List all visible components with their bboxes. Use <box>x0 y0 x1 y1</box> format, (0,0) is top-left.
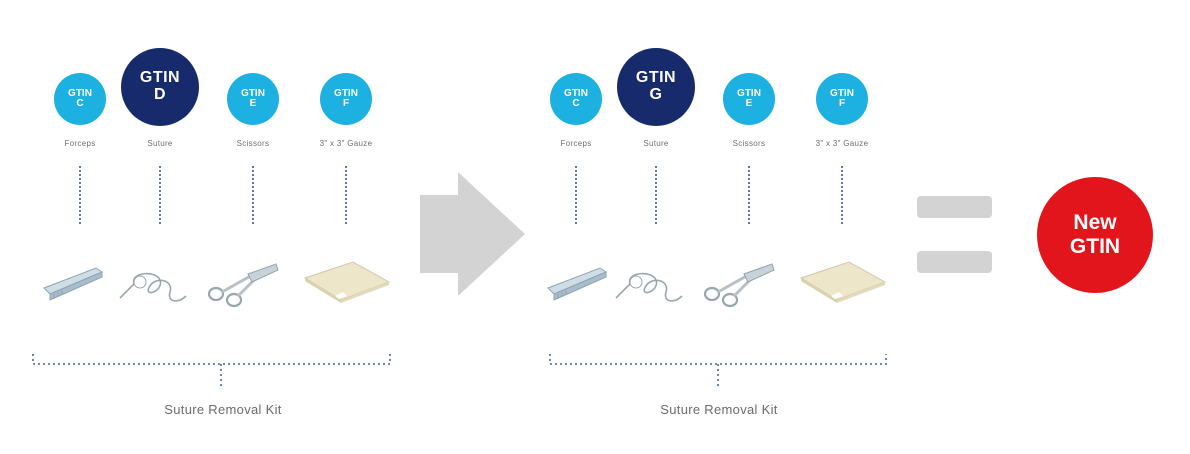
badge-line1: GTIN <box>737 87 761 99</box>
new-gtin-badge: New GTIN <box>1037 177 1153 293</box>
badge-line2: F <box>342 98 350 109</box>
badge-line1: GTIN <box>139 69 181 87</box>
badge-line1: GTIN <box>635 69 677 87</box>
gauze-icon <box>304 261 390 304</box>
equals-icon <box>917 196 992 273</box>
kit-bracket-2 <box>549 354 887 388</box>
item-label-forceps-1: Forceps <box>64 139 96 148</box>
connector-line <box>655 166 657 224</box>
badge-line2: E <box>745 98 753 109</box>
gtin-badge-forceps-1: GTIN C <box>54 73 106 125</box>
item-label-gauze-1: 3" x 3" Gauze <box>319 139 373 148</box>
gtin-badge-forceps-2: GTIN C <box>550 73 602 125</box>
gtin-badge-gauze-2: GTIN F <box>816 73 868 125</box>
badge-line2: D <box>153 86 167 103</box>
badge-line1: GTIN <box>334 87 358 99</box>
gtin-badge-suture-2: GTIN G <box>617 48 695 126</box>
gtin-badge-suture-1: GTIN D <box>121 48 199 126</box>
forceps-icon <box>43 267 103 301</box>
kit-label-1: Suture Removal Kit <box>164 402 282 417</box>
connector-line <box>79 166 81 224</box>
badge-line1: GTIN <box>68 87 92 99</box>
badge-line1: GTIN <box>564 87 588 99</box>
badge-line2: C <box>572 98 580 109</box>
item-label-suture-1: Suture <box>147 139 173 148</box>
connector-line <box>841 166 843 224</box>
item-label-scissors-1: Scissors <box>236 139 270 148</box>
kit-label-2: Suture Removal Kit <box>660 402 778 417</box>
badge-line2: E <box>249 98 257 109</box>
connector-line <box>252 166 254 224</box>
gtin-badge-scissors-1: GTIN E <box>227 73 279 125</box>
suture-icon <box>615 272 683 302</box>
gtin-badge-gauze-1: GTIN F <box>320 73 372 125</box>
suture-icon <box>119 272 187 302</box>
badge-line2: C <box>76 98 84 109</box>
gtin-badge-scissors-2: GTIN E <box>723 73 775 125</box>
connector-line <box>575 166 577 224</box>
new-gtin-line2: GTIN <box>1069 235 1121 258</box>
item-label-scissors-2: Scissors <box>732 139 766 148</box>
new-gtin-line1: New <box>1073 210 1117 234</box>
kit-bracket-1 <box>32 354 391 388</box>
scissors-icon <box>703 262 776 308</box>
badge-line2: F <box>838 98 846 109</box>
connector-line <box>159 166 161 224</box>
right-arrow-icon <box>420 172 525 296</box>
connector-line <box>345 166 347 224</box>
item-label-forceps-2: Forceps <box>560 139 592 148</box>
badge-line2: G <box>649 86 663 103</box>
connector-line <box>748 166 750 224</box>
gauze-icon <box>800 261 886 304</box>
item-label-suture-2: Suture <box>643 139 669 148</box>
badge-line1: GTIN <box>830 87 854 99</box>
scissors-icon <box>207 262 280 308</box>
item-label-gauze-2: 3" x 3" Gauze <box>815 139 869 148</box>
badge-line1: GTIN <box>241 87 265 99</box>
forceps-icon <box>547 267 607 301</box>
